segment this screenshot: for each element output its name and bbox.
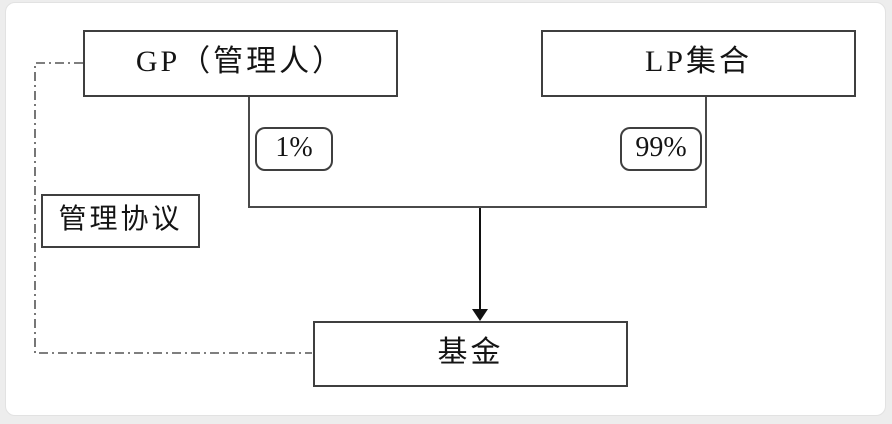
arrow-to-fund-stem (479, 208, 481, 311)
lp-share-percent-box: 99% (620, 127, 702, 171)
arrow-to-fund-head-icon (472, 309, 488, 321)
fund-label: 基金 (437, 335, 504, 369)
gp-share-percent-label: 1% (275, 131, 313, 163)
lp-collection-label: LP集合 (644, 45, 752, 78)
fund-box: 基金 (313, 321, 628, 387)
gp-lp-bracket-line (248, 97, 707, 208)
management-agreement-label: 管理协议 (58, 203, 183, 235)
lp-collection-box: LP集合 (541, 30, 856, 97)
management-agreement-dashdot-line (34, 62, 312, 354)
management-agreement-box: 管理协议 (41, 194, 200, 248)
gp-manager-label: GP（管理人） (135, 45, 346, 78)
lp-share-percent-label: 99% (635, 131, 687, 163)
gp-manager-box: GP（管理人） (83, 30, 398, 97)
gp-share-percent-box: 1% (255, 127, 333, 171)
